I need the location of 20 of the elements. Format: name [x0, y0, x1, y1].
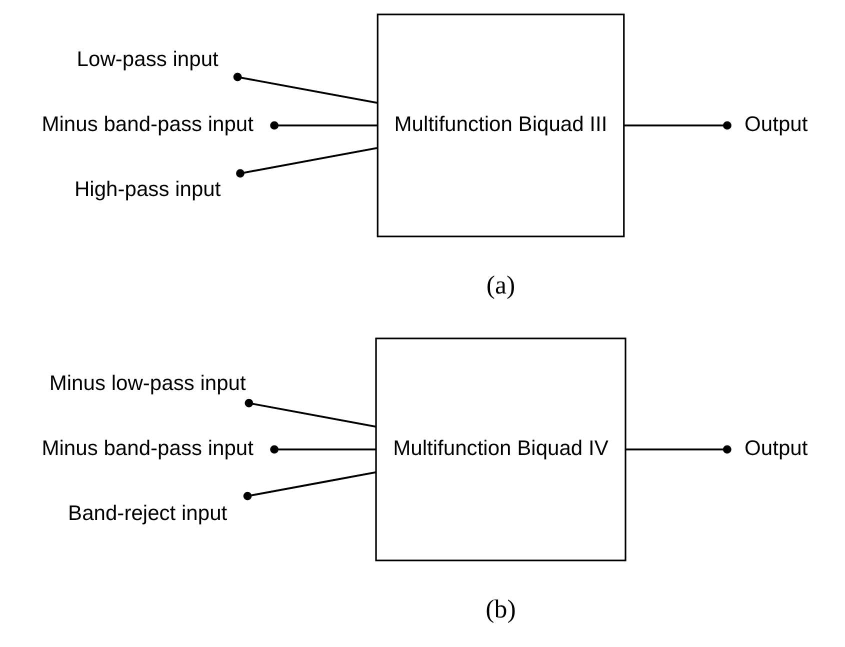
label: (a) — [486, 270, 515, 300]
label: (b) — [485, 594, 516, 624]
node-text: High-pass input — [74, 178, 220, 201]
node-text: Minus band-pass input — [41, 436, 253, 460]
node-text: Minus low-pass input — [48, 372, 246, 396]
connector — [236, 147, 378, 178]
node-text: Output — [744, 112, 808, 136]
connector — [270, 121, 377, 130]
connector — [232, 72, 377, 104]
connector — [270, 445, 376, 454]
node-text: Minus band-pass input — [41, 112, 253, 136]
node-box: Multifunction Biquad III — [376, 14, 624, 238]
node-text: Low-pass input — [76, 48, 218, 72]
node-box: Multifunction Biquad IV — [374, 338, 626, 562]
connector — [244, 398, 376, 428]
connector — [242, 471, 376, 500]
connector — [625, 445, 731, 454]
node-text: Band-reject input — [68, 502, 227, 525]
node-text: Output — [744, 436, 808, 460]
connector — [624, 121, 731, 130]
